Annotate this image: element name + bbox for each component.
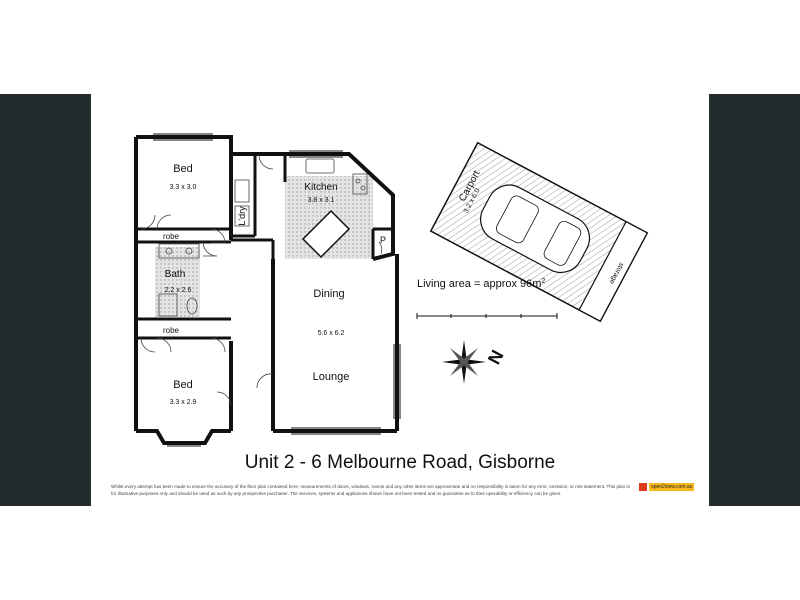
dining-label: Dining [313, 288, 344, 300]
lounge-label: Lounge [313, 371, 350, 383]
brand-logo-text: open2view.com.au [649, 483, 695, 491]
kitchen-label: Kitchen [304, 182, 337, 193]
building-walls [134, 135, 399, 445]
compass-rose-icon [442, 340, 486, 384]
right-letterbox-bar [709, 94, 800, 506]
internal-walls [136, 154, 393, 340]
bed-bottom-dims: 3.3 x 2.9 [170, 399, 197, 406]
robe-bottom-label: robe [163, 326, 180, 335]
bed-bottom-label: Bed [173, 379, 193, 391]
brand-logo-icon [639, 483, 647, 491]
scale-bar [416, 313, 558, 319]
living-dims: 5.6 x 6.2 [318, 330, 345, 337]
windows [153, 133, 401, 447]
bath-label: Bath [165, 269, 186, 280]
left-letterbox-bar [0, 94, 91, 506]
floor-plan-sheet: Bed 3.3 x 3.0 L'dry Kitchen 3.8 x 3.1 ro… [91, 94, 709, 506]
door-swings [140, 154, 383, 407]
compass-north-label: N [484, 347, 508, 368]
bed-top-label: Bed [173, 163, 193, 175]
living-area-note: Living area = approx 96m2 [417, 278, 545, 290]
bath-tile-floor [155, 247, 200, 317]
kitchen-island [301, 209, 351, 259]
bed-top-dims: 3.3 x 3.0 [170, 184, 197, 191]
car-icon [480, 184, 591, 274]
robe-top-label: robe [163, 232, 180, 241]
floor-plan-diagram: Bed 3.3 x 3.0 L'dry Kitchen 3.8 x 3.1 ro… [134, 133, 649, 447]
property-address-title: Unit 2 - 6 Melbourne Road, Gisborne [244, 452, 556, 473]
laundry-label: L'dry [237, 206, 247, 226]
bath-dims: 2.2 x 2.6 [165, 287, 192, 294]
kitchen-dims: 3.8 x 3.1 [308, 197, 335, 204]
fixtures [158, 158, 368, 317]
pantry-label: P [380, 235, 386, 245]
carport: Carport 3.2 x 6.0 storage [429, 141, 649, 323]
brand-logo: open2view.com.au [639, 483, 695, 491]
disclaimer-text: Whilst every attempt has been made to en… [111, 484, 630, 496]
